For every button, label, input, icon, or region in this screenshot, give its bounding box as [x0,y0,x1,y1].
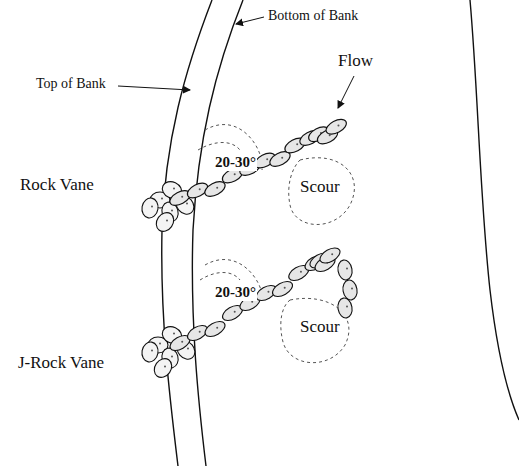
rock-texture [187,347,189,349]
scour-label: Scour [300,318,340,337]
scour-outlines [198,125,354,363]
flow-arrow [338,76,354,108]
rock-texture [300,271,302,273]
rock [153,209,178,235]
bank-label: Bottom of Bank [268,8,358,23]
bank-label: Top of Bank [36,76,106,91]
rock-texture [284,287,286,289]
bottom-of-bank-line [192,0,243,466]
rock-texture [251,301,253,303]
rock [336,297,353,319]
rock-texture [234,173,236,175]
rock-texture [164,365,166,367]
rock [324,116,349,137]
top-of-bank-line [162,0,212,466]
rock-texture [346,268,348,270]
rock [140,341,159,363]
rock [140,197,159,219]
part-label: Rock Vane [20,176,94,195]
rock-texture [234,311,236,313]
rock-texture [337,125,339,127]
rock-texture [351,288,353,290]
rock-texture [296,143,298,145]
flow-label: Flow [338,52,373,71]
rock-texture [166,219,168,221]
rock-texture [267,291,269,293]
rock-texture [161,197,163,199]
angle-label: 20-30° [214,154,257,171]
opposite-bank-line [470,0,519,420]
rock-texture [151,349,153,351]
angle-label: 20-30° [214,284,257,301]
rock-texture [173,332,175,334]
rock-texture [171,209,173,211]
rock-texture [266,158,268,160]
rock-texture [331,253,333,255]
rock-texture [216,187,218,189]
rock [336,259,353,281]
rock-texture [151,205,153,207]
rock-texture [171,355,173,357]
rock-vanes [140,116,358,380]
rock-texture [281,157,283,159]
part-label: J-Rock Vane [18,354,104,373]
rock-texture [173,187,175,189]
scour-label: Scour [300,178,340,197]
rock-texture [186,202,188,204]
rock-texture [216,327,218,329]
rock [151,355,176,381]
rock-texture [181,196,183,198]
leader-line [236,17,264,24]
rock [270,278,295,299]
rock-texture [199,188,201,190]
rock [202,318,227,339]
rock-texture [199,331,201,333]
leader-line [118,86,190,90]
rock-texture [346,306,348,308]
rock-texture [159,342,161,344]
rock-texture [181,341,183,343]
